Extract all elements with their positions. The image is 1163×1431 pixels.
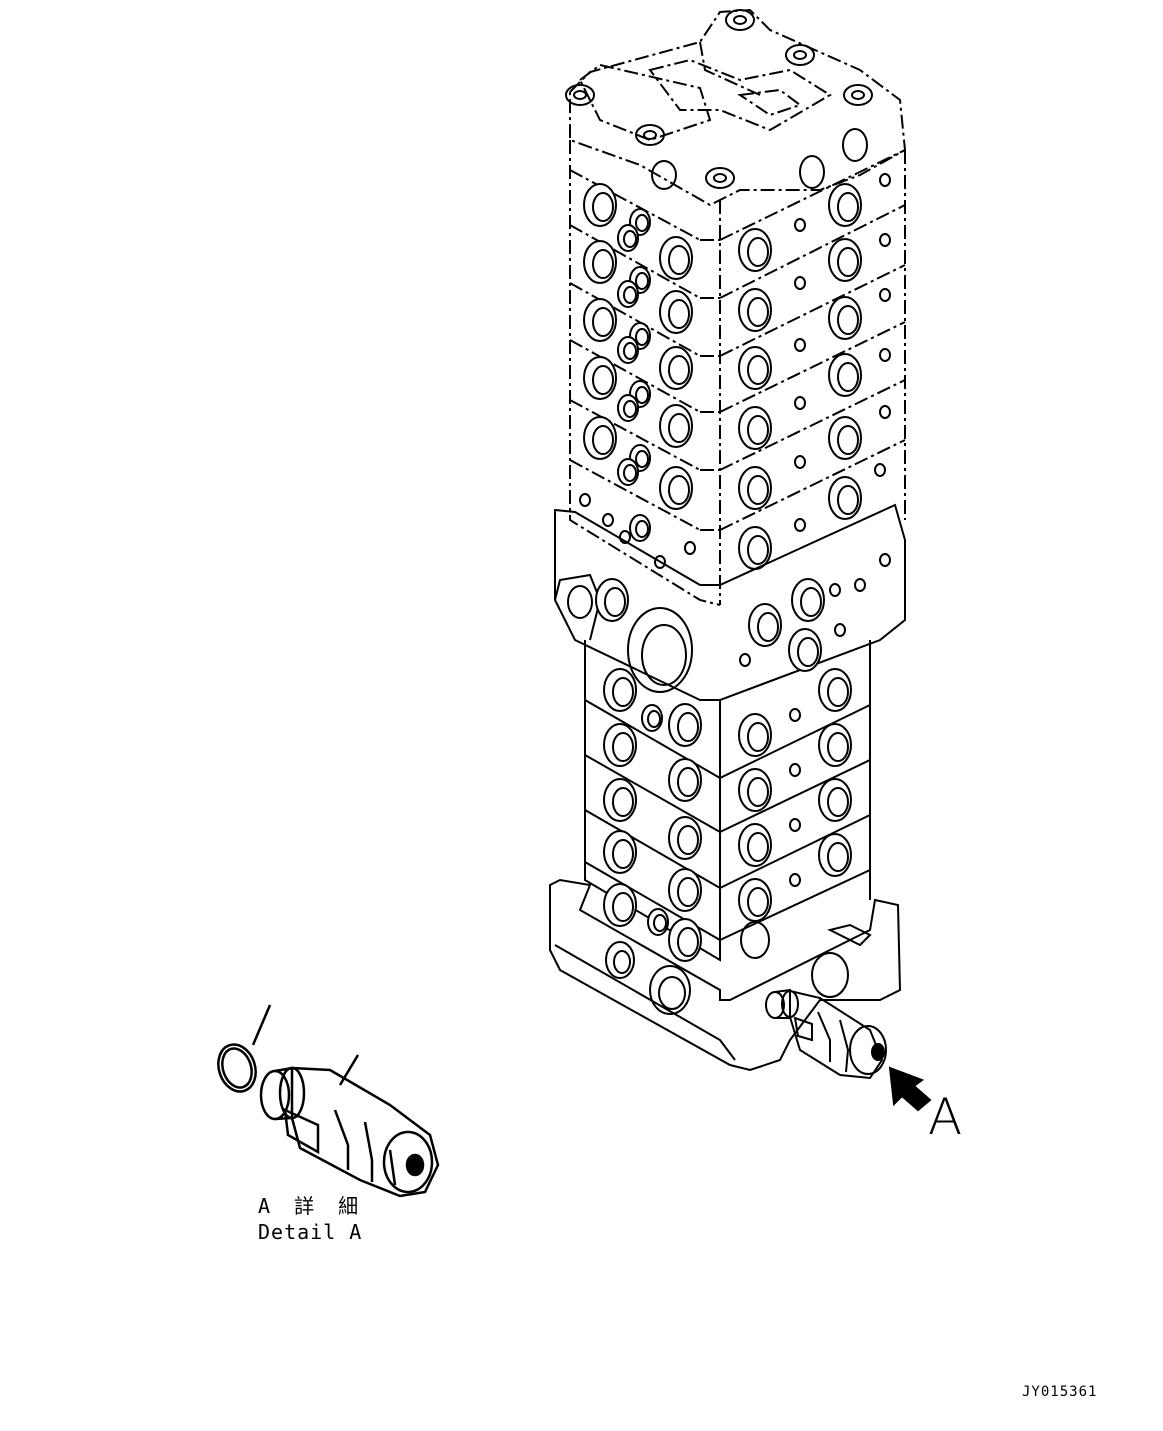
- detail-label-en: Detail A: [258, 1220, 363, 1244]
- o-ring: [217, 1043, 257, 1093]
- o-ring-leader: [251, 1004, 272, 1046]
- bottom-cover: [549, 878, 902, 1072]
- arrow-icon: [888, 1066, 932, 1112]
- upper-right-ports: [738, 173, 891, 570]
- detail-valve-cartridge: [259, 1066, 440, 1198]
- lower-spool-sections: [584, 640, 871, 962]
- detail-label-ja: A 詳 細: [258, 1194, 365, 1218]
- top-bolt-bosses: [565, 9, 873, 190]
- upper-left-ports: [579, 183, 696, 569]
- middle-flange-plate: [554, 503, 906, 701]
- view-label: A: [928, 1088, 963, 1146]
- valve-leader: [338, 1054, 360, 1086]
- drawing-code: JY015361: [1022, 1384, 1098, 1400]
- installed-valve: [765, 988, 887, 1080]
- control-valve-assembly: [549, 8, 932, 1112]
- upper-spool-sections: [569, 140, 906, 606]
- detail-a-parts: [217, 1004, 440, 1198]
- top-cover: [569, 8, 907, 207]
